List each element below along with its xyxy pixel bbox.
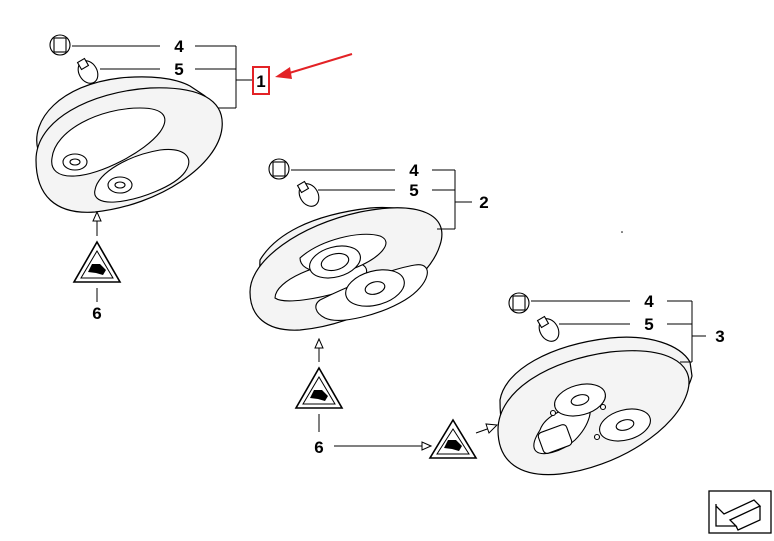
view-arrow-icon[interactable] <box>708 490 772 534</box>
callout-5: 5 <box>409 181 418 200</box>
callout-2: 2 <box>479 193 488 212</box>
callout-3: 3 <box>715 327 724 346</box>
warning-triangle-icon <box>294 366 344 409</box>
light-assembly-2 <box>249 206 443 331</box>
callout-6: 6 <box>92 304 101 323</box>
light-assembly-3 <box>497 336 693 476</box>
bulb-holder-icon <box>268 158 290 180</box>
bulb-holder-icon <box>49 34 71 56</box>
callout-4: 4 <box>174 37 184 56</box>
light-assembly-1 <box>35 76 223 213</box>
warning-triangle-icon <box>72 240 122 283</box>
bulb-holder-icon <box>508 292 530 314</box>
callout-6: 6 <box>314 438 323 457</box>
highlight-box <box>252 66 270 95</box>
callout-5: 5 <box>174 60 183 79</box>
callout-4: 4 <box>409 161 419 180</box>
callout-1: 1 <box>256 72 265 91</box>
bulb-icon <box>536 315 560 342</box>
callout-4: 4 <box>644 292 654 311</box>
warning-triangle-icon <box>428 418 478 459</box>
callout-5: 5 <box>644 315 653 334</box>
pointer-arrow-icon <box>275 53 353 79</box>
bulb-icon <box>296 180 320 207</box>
bulb-icon <box>76 57 99 84</box>
